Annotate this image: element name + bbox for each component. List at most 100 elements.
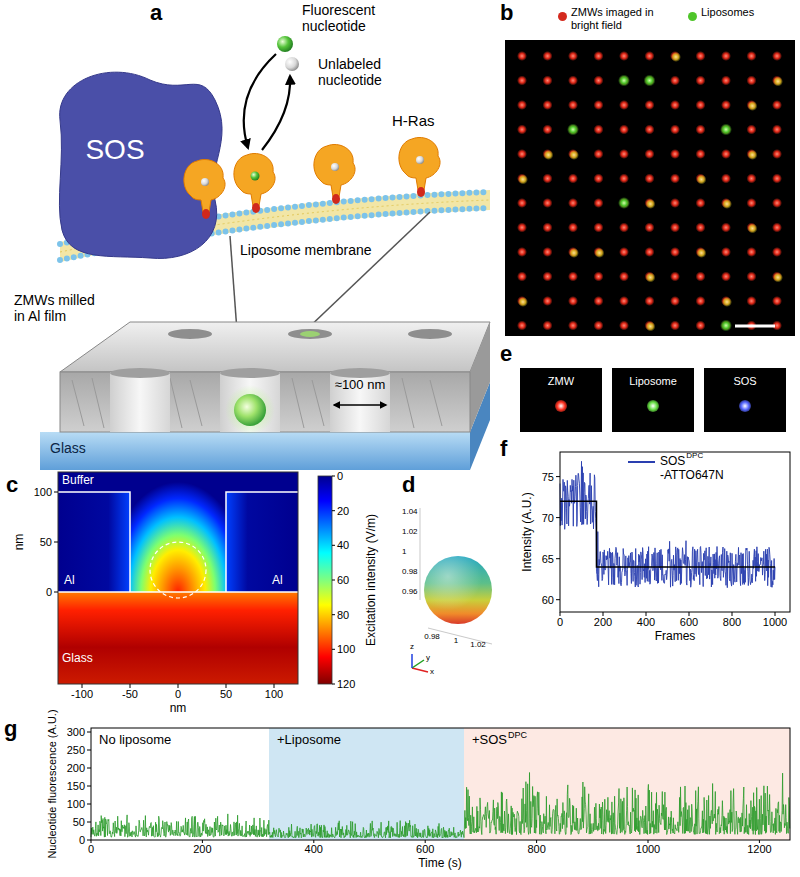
liposome-illustration — [332, 194, 340, 204]
axis-tick: 65 — [542, 552, 554, 565]
zmw-grid-image — [747, 149, 757, 159]
sphere-plot — [424, 556, 492, 624]
zmw-grid-image — [517, 174, 527, 184]
zmw-grid-image — [670, 247, 680, 257]
intensity-plot — [646, 612, 647, 616]
zmw-grid-image — [619, 272, 629, 282]
intensity-plot — [689, 612, 690, 616]
zmw-grid-image — [517, 149, 527, 159]
zmw-grid-image — [645, 100, 655, 110]
zmw-grid-image — [594, 76, 604, 86]
fluorescence-plot — [648, 840, 649, 843]
field-map — [58, 472, 298, 684]
tile-title: SOS — [733, 375, 756, 387]
zmw-grid-image — [670, 149, 680, 159]
dimension-label: ≈100 nm — [335, 378, 386, 393]
axis-tick: 300 — [67, 726, 85, 739]
axis-tick: 60 — [337, 574, 349, 587]
axis-tick: 0 — [46, 586, 52, 599]
zmw-grid-image — [594, 272, 604, 282]
sphere-plot — [424, 556, 492, 624]
field-map — [54, 472, 335, 688]
fluorescence-plot — [87, 750, 91, 751]
panel-letter: a — [150, 0, 162, 25]
zmw-grid-image — [619, 247, 629, 257]
zmw-grid-image — [517, 51, 527, 61]
axis-tick: 100 — [67, 798, 85, 811]
zmw-grid-image — [619, 321, 629, 331]
intensity-plot — [556, 517, 560, 518]
liposome-illustration — [220, 368, 280, 378]
fluorescence-plot — [91, 773, 790, 838]
fluorescence-plot — [759, 840, 760, 843]
zmw-grid-image — [568, 76, 578, 86]
zmw-grid-image — [670, 51, 680, 61]
tile-title: ZMW — [548, 375, 574, 387]
zmw-grid-image — [568, 223, 578, 233]
band-title: No liposome — [99, 732, 171, 747]
callout-label: Unlabeled nucleotide — [318, 56, 413, 88]
zmw-grid-image — [735, 325, 775, 328]
zmw-grid-image — [721, 223, 731, 233]
zmw-grid-image — [748, 101, 758, 111]
axis-tick: 0 — [79, 834, 85, 847]
liposome-illustration — [300, 331, 320, 337]
zmw-grid-image — [696, 174, 706, 184]
intensity-plot — [556, 477, 775, 616]
zmw-grid-image — [747, 125, 757, 135]
material-label: Glass — [50, 440, 86, 456]
field-map — [54, 542, 58, 543]
zmw-grid-image — [697, 248, 707, 258]
zmw-grid-image — [645, 223, 655, 233]
axis-name: x — [430, 667, 434, 676]
liposome-illustration — [416, 156, 424, 164]
axis-tick: 0.98 — [424, 632, 440, 641]
zmw-grid-image — [747, 51, 757, 61]
zmw-grid-image — [569, 150, 579, 160]
zmw-grid-image — [594, 247, 604, 257]
zmw-grid-image — [645, 149, 655, 159]
zmw-grid-image — [543, 51, 553, 61]
axis-tick: 200 — [594, 616, 612, 629]
zmw-grid-image — [568, 198, 578, 208]
field-map — [130, 684, 131, 688]
signal-spot — [647, 400, 659, 412]
axis-tick: 1 — [402, 547, 406, 556]
fluorescence-plot — [87, 732, 91, 733]
zmw-grid-image — [721, 174, 731, 184]
zmw-grid-image — [645, 51, 655, 61]
zmw-grid-image — [594, 321, 604, 331]
image-tile: Liposome — [612, 368, 694, 432]
zmw-grid-image — [517, 247, 527, 257]
axis-tick: 20 — [337, 504, 349, 517]
zmw-grid-image — [645, 321, 655, 331]
axis-tick: 1000 — [636, 843, 660, 856]
legend-text: -ATTO647N — [660, 469, 724, 483]
axis-tick: 800 — [527, 843, 545, 856]
zmw-grid-image — [544, 150, 554, 160]
axis-tick: 1.02 — [402, 527, 418, 536]
zmw-grid-image — [618, 197, 630, 209]
field-map — [54, 492, 58, 493]
zmw-grid-image — [543, 149, 553, 159]
image-tile: SOS — [704, 368, 786, 432]
field-map — [318, 476, 332, 684]
zmw-grid-image — [670, 198, 680, 208]
band-title: +Liposome — [277, 732, 341, 747]
zmw-grid-image — [670, 76, 680, 86]
zmw-grid-image — [568, 174, 578, 184]
zmw-grid-image — [568, 247, 578, 257]
zmw-grid-image — [517, 223, 527, 233]
sphere-plot — [420, 508, 421, 600]
axis-tick: 150 — [67, 780, 85, 793]
zmw-grid-image — [772, 272, 782, 282]
sphere-plot — [412, 508, 492, 672]
zmw-grid-image — [772, 51, 782, 61]
zmw-grid-image — [543, 198, 553, 208]
panel-letter: b — [500, 0, 513, 25]
intensity-plot — [556, 452, 790, 616]
zmw-grid-image — [567, 124, 579, 136]
zmw-grid-image — [720, 124, 732, 136]
axis-tick: 200 — [67, 762, 85, 775]
protein-label: SOS — [85, 134, 144, 166]
